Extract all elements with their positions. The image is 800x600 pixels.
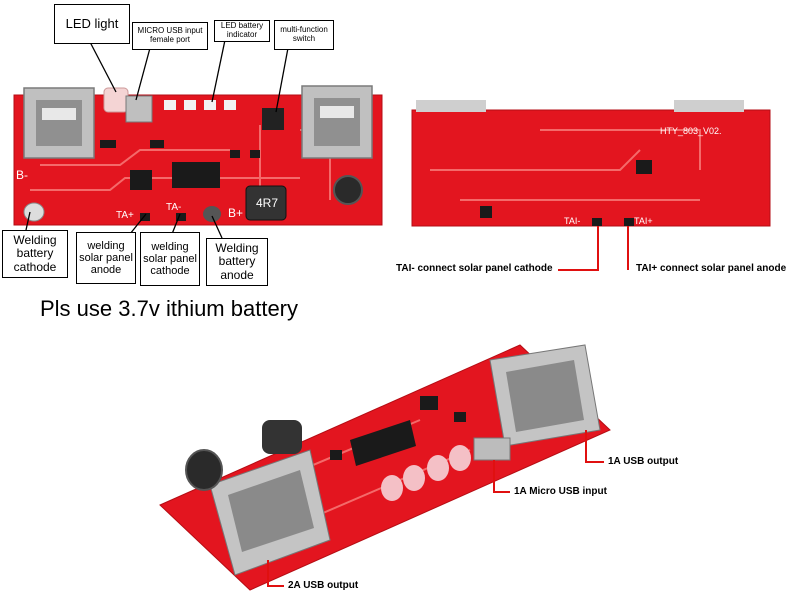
top-right-pcb [411,109,771,227]
mark-tai-plus: TAI+ [634,216,653,226]
label-1a-usb-output: 1A USB output [608,456,679,467]
bottom-main-ic [350,420,416,466]
bottom-capacitor [185,449,223,491]
bottom-micro-usb-port [473,437,511,461]
mark-b-plus: B+ [228,206,244,220]
callout-solar-cathode: welding solar panel cathode [140,232,200,286]
micro-usb-port [125,95,153,123]
board-code: HTY_803_V02. [660,126,722,136]
right-usb-port [301,85,373,159]
callout-battery-cathode: Welding battery cathode [2,230,68,278]
callout-led-light: LED light [54,4,130,44]
top-right-edge-component [416,100,486,112]
mark-inductor: 4R7 [256,196,279,210]
label-tai-plus: TAI+ connect solar panel anode [636,263,787,274]
battery-anode-pad [203,206,221,222]
callout-solar-anode: welding solar panel anode [76,232,136,284]
top-right-leaders [558,226,629,271]
top-right-components [480,160,652,226]
main-ic [172,162,220,188]
callout-led-indicator: LED battery indicator [214,20,270,42]
mark-ta-plus: TA+ [116,210,134,221]
bottom-2a-usb-port [209,449,331,576]
label-1a-micro-usb-input: 1A Micro USB input [514,486,607,497]
bottom-small-components [330,396,466,460]
mark-tai-minus: TAI- [564,216,581,226]
bottom-leaders [267,430,604,587]
capacitor [333,175,363,205]
led-indicators [164,100,236,110]
mark-b-minus: B- [16,168,28,182]
callout-switch: multi-function switch [274,20,334,50]
mark-ta-minus: TA- [166,202,182,213]
top-left-pcb [13,94,383,226]
left-usb-port [23,87,95,159]
bottom-1a-usb-port [489,344,601,447]
mark-x: x [8,204,13,215]
top-left-leaders [25,39,289,239]
inductor [245,185,287,221]
label-2a-usb-output: 2A USB output [288,580,359,591]
battery-note: Pls use 3.7v ithium battery [40,296,299,321]
top-right-traces [430,129,701,201]
bottom-inductor [262,420,302,454]
callout-micro-usb: MICRO USB input female port [132,22,208,50]
small-components [100,140,260,221]
callout-battery-anode: Welding battery anode [206,238,268,286]
bottom-leds [381,445,471,501]
battery-cathode-pad [23,202,45,222]
top-right-edge-component-2 [674,100,744,112]
label-tai-minus: TAI- connect solar panel cathode [396,263,553,274]
multi-function-switch [262,108,284,130]
